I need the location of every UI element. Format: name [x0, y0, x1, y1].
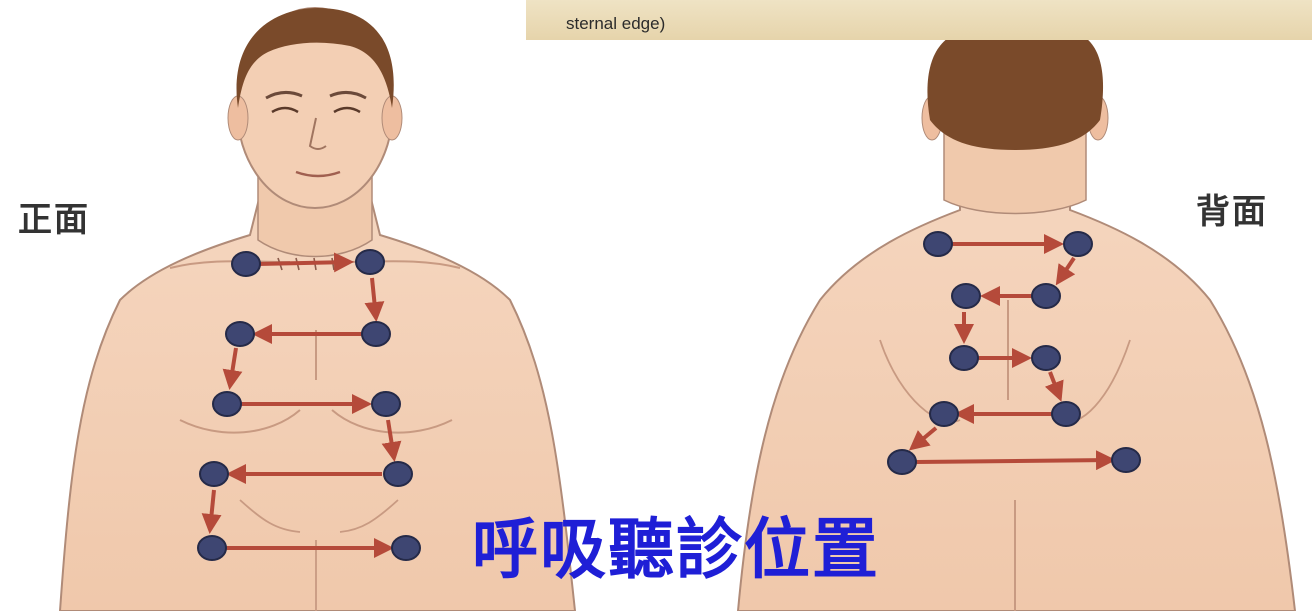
back-point-8	[930, 402, 958, 426]
back-point-1	[924, 232, 952, 256]
front-arrow-1	[258, 262, 350, 264]
front-point-6	[372, 392, 400, 416]
back-arrow-9	[916, 460, 1112, 462]
back-hair	[927, 30, 1103, 150]
front-point-10	[392, 536, 420, 560]
front-point-3	[362, 322, 390, 346]
front-point-7	[384, 462, 412, 486]
back-point-7	[1052, 402, 1080, 426]
front-point-2	[356, 250, 384, 274]
diagram-title: 呼吸聽診位置	[472, 496, 880, 592]
back-point-9	[888, 450, 916, 474]
back-point-4	[952, 284, 980, 308]
back-point-2	[1064, 232, 1092, 256]
back-point-10	[1112, 448, 1140, 472]
front-point-9	[198, 536, 226, 560]
back-label: 背面	[1196, 184, 1268, 233]
front-point-1	[232, 252, 260, 276]
top-strip-text: sternal edge)	[566, 14, 665, 34]
back-point-3	[1032, 284, 1060, 308]
back-point-6	[1032, 346, 1060, 370]
front-label: 正面	[18, 192, 90, 241]
front-point-8	[200, 462, 228, 486]
front-point-5	[213, 392, 241, 416]
back-point-5	[950, 346, 978, 370]
front-point-4	[226, 322, 254, 346]
